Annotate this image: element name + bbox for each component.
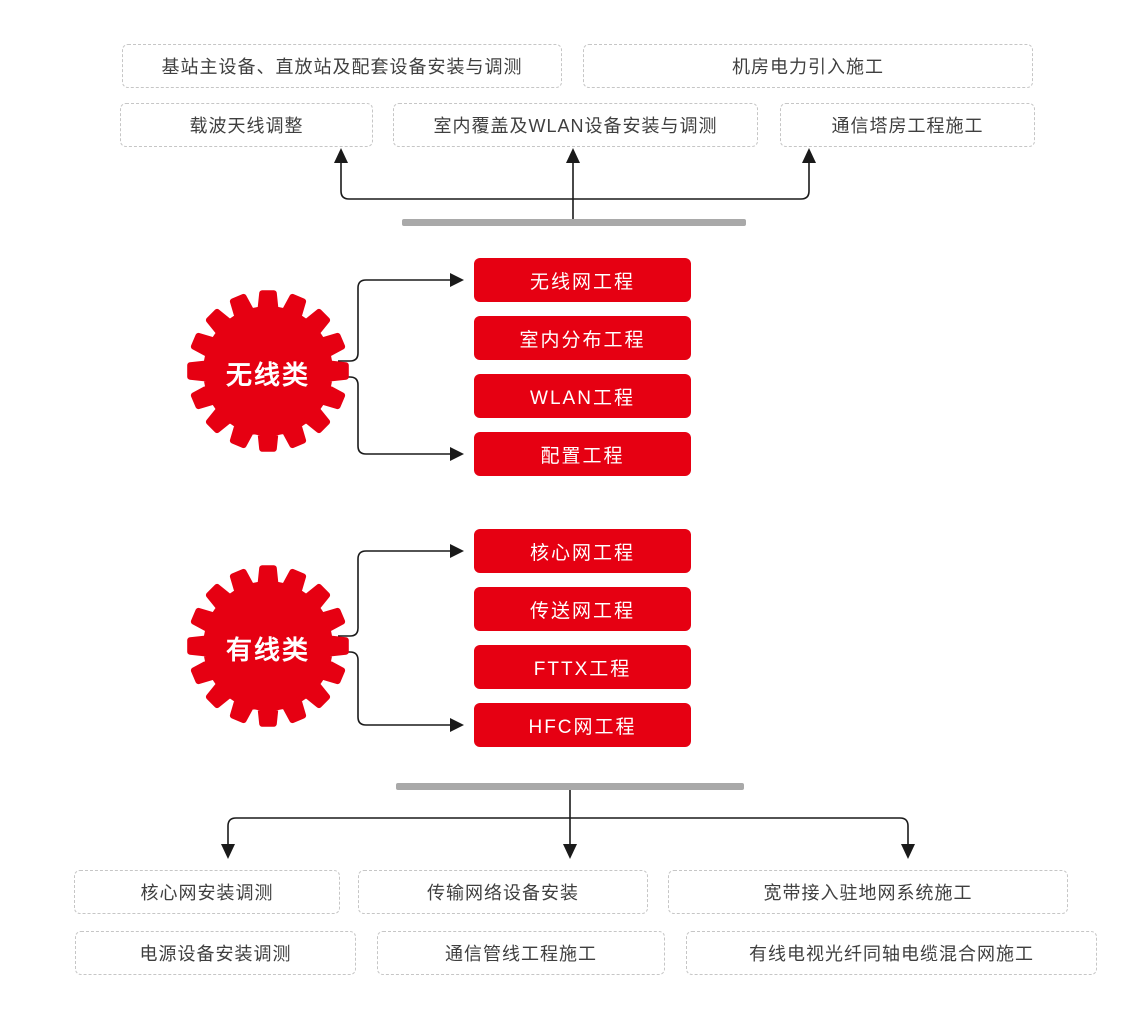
bottom-task-row1-box3: 宽带接入驻地网系统施工 bbox=[668, 870, 1068, 914]
down-arrowhead-left bbox=[221, 844, 235, 859]
top-task-row1-box1: 基站主设备、直放站及配套设备安装与调测 bbox=[122, 44, 562, 88]
right-arrowhead-wireless-bottom bbox=[450, 447, 464, 461]
wired-item-box-2: 传送网工程 bbox=[474, 587, 691, 631]
up-arrowhead-left bbox=[334, 148, 348, 163]
bottom-task-row2-box2: 通信管线工程施工 bbox=[377, 931, 665, 975]
wireless-item-box-1: 无线网工程 bbox=[474, 258, 691, 302]
right-arrowhead-wireless-top bbox=[450, 273, 464, 287]
wireless-item-box-2: 室内分布工程 bbox=[474, 316, 691, 360]
bottom-branch-line bbox=[227, 817, 909, 845]
gear-icon-wired bbox=[187, 565, 349, 727]
wired-lower-link bbox=[338, 651, 451, 726]
bottom-task-row1-box1: 核心网安装调测 bbox=[74, 870, 340, 914]
top-divider-bar bbox=[402, 219, 746, 226]
wired-upper-link bbox=[338, 550, 451, 637]
down-arrowhead-middle bbox=[563, 844, 577, 859]
wireless-item-box-4: 配置工程 bbox=[474, 432, 691, 476]
right-arrowhead-wired-bottom bbox=[450, 718, 464, 732]
wireless-item-box-3: WLAN工程 bbox=[474, 374, 691, 418]
bottom-divider-bar bbox=[396, 783, 744, 790]
wired-item-box-1: 核心网工程 bbox=[474, 529, 691, 573]
up-arrowhead-right bbox=[802, 148, 816, 163]
top-task-row2-box2: 室内覆盖及WLAN设备安装与调测 bbox=[393, 103, 758, 147]
wireless-upper-link bbox=[338, 279, 451, 362]
top-branch-line bbox=[340, 162, 810, 200]
right-arrowhead-wired-top bbox=[450, 544, 464, 558]
wireless-lower-link bbox=[338, 376, 451, 455]
bottom-task-row2-box3: 有线电视光纤同轴电缆混合网施工 bbox=[686, 931, 1097, 975]
top-task-row1-box2: 机房电力引入施工 bbox=[583, 44, 1033, 88]
wired-item-box-4: HFC网工程 bbox=[474, 703, 691, 747]
gear-icon-wireless bbox=[187, 290, 349, 452]
wired-item-box-3: FTTX工程 bbox=[474, 645, 691, 689]
top-task-row2-box1: 载波天线调整 bbox=[120, 103, 373, 147]
up-arrowhead-middle bbox=[566, 148, 580, 163]
bottom-task-row2-box1: 电源设备安装调测 bbox=[75, 931, 356, 975]
down-arrowhead-right bbox=[901, 844, 915, 859]
top-task-row2-box3: 通信塔房工程施工 bbox=[780, 103, 1035, 147]
bottom-task-row1-box2: 传输网络设备安装 bbox=[358, 870, 648, 914]
